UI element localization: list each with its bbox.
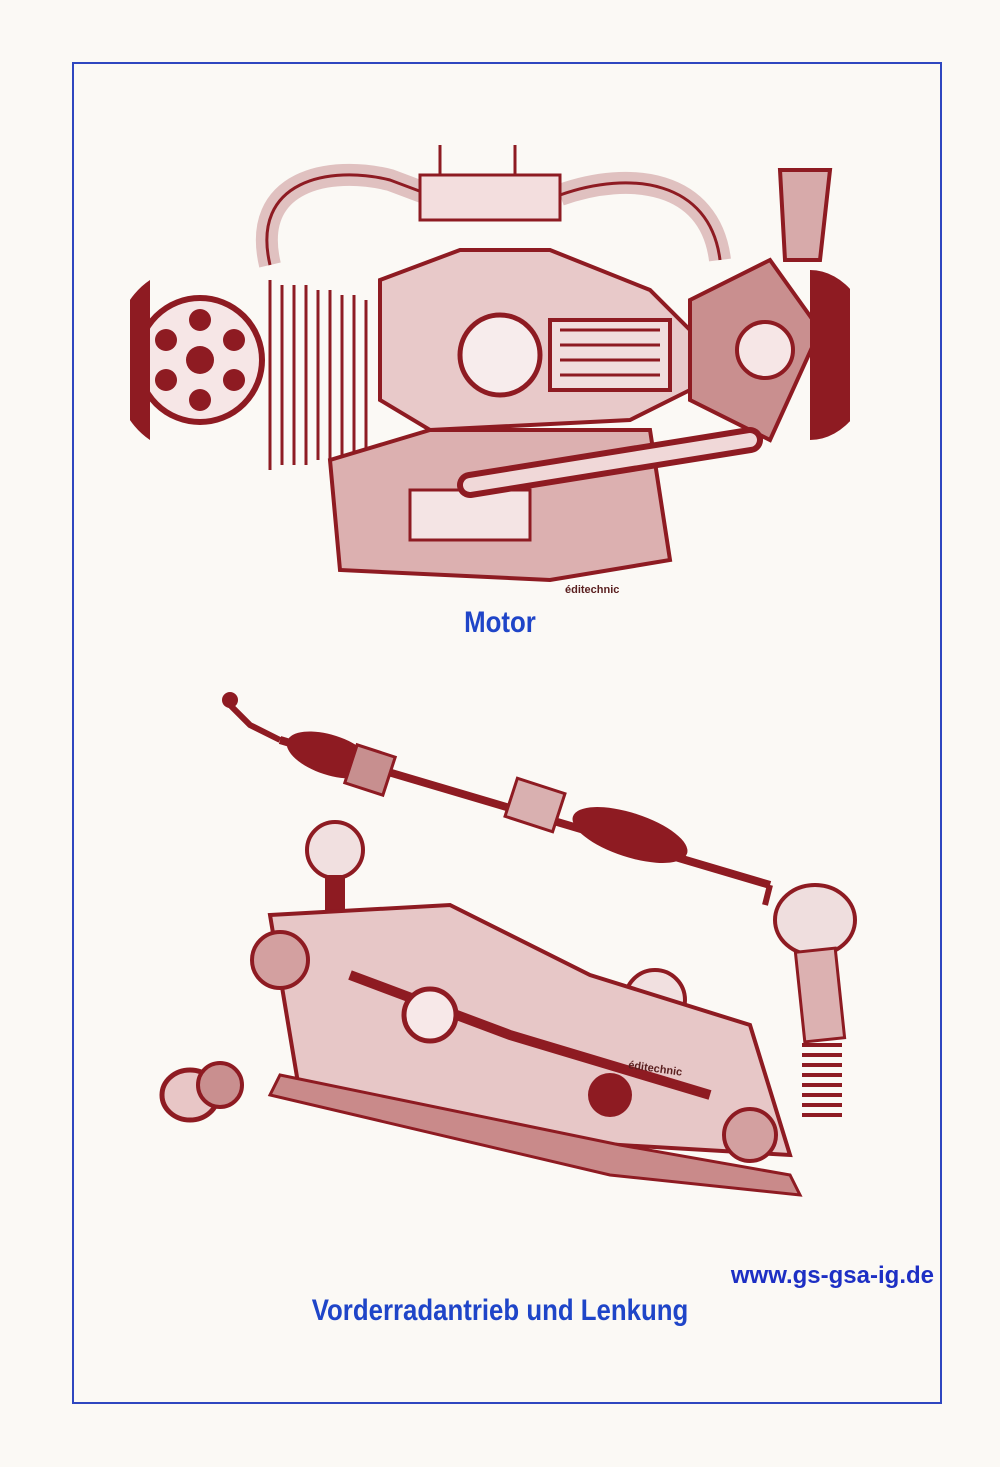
sphere-left bbox=[305, 820, 365, 880]
website-link[interactable]: www.gs-gsa-ig.de bbox=[730, 1262, 934, 1289]
suspension-cylinder-part bbox=[773, 883, 857, 1117]
subframe bbox=[267, 902, 793, 1158]
coupling-part bbox=[159, 1061, 244, 1123]
engine-illustration bbox=[130, 145, 850, 583]
motor-caption: Motor bbox=[464, 606, 536, 639]
page-border bbox=[72, 62, 942, 1404]
front-axle-illustration bbox=[159, 692, 857, 1197]
engine-signature: éditechnic bbox=[565, 584, 620, 596]
front-axle-caption: Vorderradantrieb und Lenkung bbox=[311, 1294, 689, 1327]
